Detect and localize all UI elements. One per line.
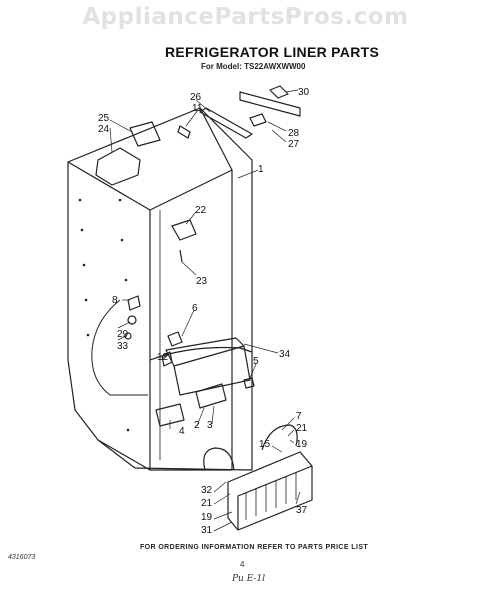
callout-21-lower: 21 bbox=[201, 498, 213, 509]
page-handwritten-mark: Pu E-1l bbox=[232, 574, 266, 584]
callout-7: 7 bbox=[296, 411, 302, 422]
callout-11: 11 bbox=[192, 103, 203, 114]
callout-23: 23 bbox=[196, 276, 208, 287]
callout-15: 15 bbox=[259, 439, 271, 450]
callout-21-upper: 21 bbox=[296, 423, 308, 434]
callout-19-lower: 19 bbox=[201, 512, 213, 523]
model-label: For Model: TS22AWXWW00 bbox=[201, 62, 306, 71]
ordering-note: FOR ORDERING INFORMATION REFER TO PARTS … bbox=[140, 544, 369, 551]
callout-30: 30 bbox=[298, 87, 310, 98]
callout-12: 12 bbox=[157, 352, 169, 363]
callout-33: 33 bbox=[117, 341, 129, 352]
callout-26: 26 bbox=[190, 92, 202, 103]
callout-31: 31 bbox=[201, 525, 213, 536]
callout-34: 34 bbox=[279, 349, 291, 360]
callout-29: 29 bbox=[117, 329, 129, 340]
part-top-rail bbox=[199, 107, 253, 139]
callout-8: 8 bbox=[112, 295, 118, 306]
callout-6: 6 bbox=[192, 303, 198, 314]
callout-1: 1 bbox=[258, 164, 264, 175]
part-heater-wire bbox=[261, 424, 298, 451]
liner-cabinet bbox=[67, 107, 253, 471]
callout-37: 37 bbox=[296, 505, 308, 516]
callout-22: 22 bbox=[195, 205, 207, 216]
callout-24: 24 bbox=[98, 124, 110, 135]
liner-opening bbox=[149, 169, 233, 471]
document-number: 4316073 bbox=[8, 554, 36, 561]
diagram-title: REFRIGERATOR LINER PARTS bbox=[165, 44, 380, 60]
callout-32: 32 bbox=[201, 485, 213, 496]
part-tray bbox=[227, 451, 313, 531]
page-number: 4 bbox=[240, 560, 245, 569]
callout-19-upper: 19 bbox=[296, 439, 308, 450]
callout-4: 4 bbox=[179, 426, 185, 437]
callout-28: 28 bbox=[288, 128, 300, 139]
part-housing bbox=[95, 147, 141, 186]
callout-27: 27 bbox=[288, 139, 300, 150]
callout-5: 5 bbox=[253, 356, 259, 367]
watermark: AppliancePartsPros.com bbox=[82, 4, 409, 30]
callout-25: 25 bbox=[98, 113, 110, 124]
callout-2: 2 bbox=[194, 420, 200, 431]
part-bracket bbox=[239, 91, 301, 117]
callout-3: 3 bbox=[207, 420, 213, 431]
